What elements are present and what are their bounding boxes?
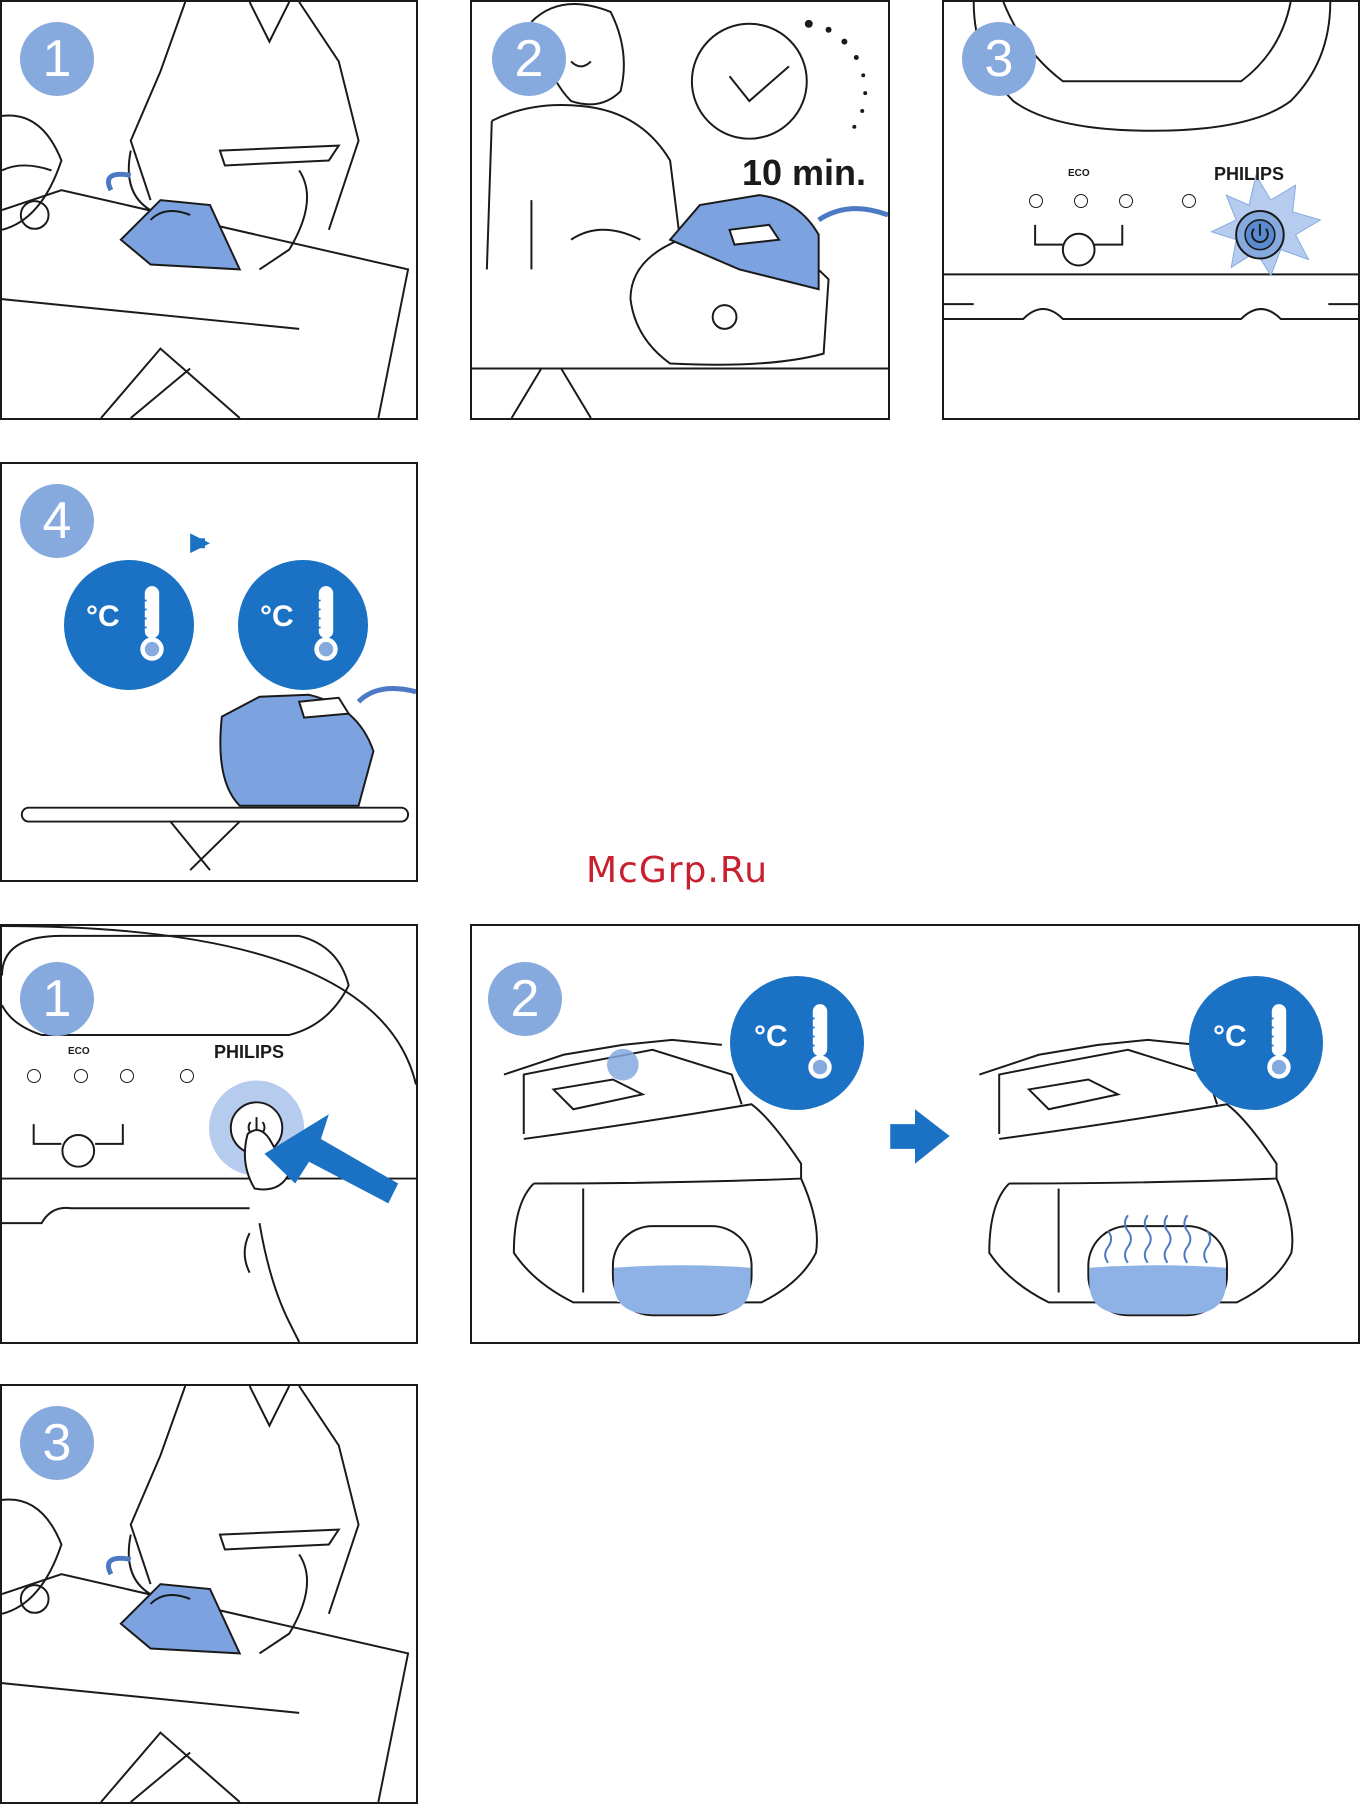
step-number-badge: 2 xyxy=(492,22,566,96)
temperature-low-icon: °C xyxy=(730,976,864,1110)
step-number-badge: 3 xyxy=(962,22,1036,96)
step-number-badge: 1 xyxy=(20,962,94,1036)
panel-step-3-power: 3 ECO PHILIPS xyxy=(942,0,1360,420)
panel-step-4-temperature: 4 °C °C xyxy=(0,462,418,882)
step-number-badge: 2 xyxy=(488,962,562,1036)
indicator-light xyxy=(27,1069,41,1083)
indicator-light xyxy=(180,1069,194,1083)
indicator-light xyxy=(1074,194,1088,208)
indicator-light xyxy=(120,1069,134,1083)
indicator-light xyxy=(1119,194,1133,208)
indicator-light xyxy=(1029,194,1043,208)
step-number-badge: 3 xyxy=(20,1406,94,1480)
brand-logo: PHILIPS xyxy=(214,1042,284,1063)
thermometer-icon xyxy=(134,578,170,668)
indicator-light xyxy=(1182,194,1196,208)
timer-label: 10 min. xyxy=(742,152,866,194)
panel-step-2-wait: 2 10 min. xyxy=(470,0,890,420)
arrow-right-icon xyxy=(890,1109,949,1163)
eco-label: ECO xyxy=(1068,168,1090,179)
temperature-high-icon: °C xyxy=(1189,976,1323,1110)
eco-label: ECO xyxy=(68,1046,90,1057)
step-number-badge: 4 xyxy=(20,484,94,558)
panel-b-step-2-heating: 2 °C °C xyxy=(470,924,1360,1344)
panel-step-1-ironing: 1 xyxy=(0,0,418,420)
brand-logo: PHILIPS xyxy=(1214,164,1284,185)
panel-b-step-3-ironing: 3 xyxy=(0,1384,418,1804)
watermark: McGrp.Ru xyxy=(586,850,768,891)
step-number-badge: 1 xyxy=(20,22,94,96)
indicator-light xyxy=(74,1069,88,1083)
thermometer-icon xyxy=(802,996,838,1086)
thermometer-icon xyxy=(308,578,344,668)
thermometer-icon xyxy=(1261,996,1297,1086)
temperature-high-icon: °C xyxy=(238,560,368,690)
panel-b-step-1-press-power: 1 ECO PHILIPS xyxy=(0,924,418,1344)
temperature-low-icon: °C xyxy=(64,560,194,690)
